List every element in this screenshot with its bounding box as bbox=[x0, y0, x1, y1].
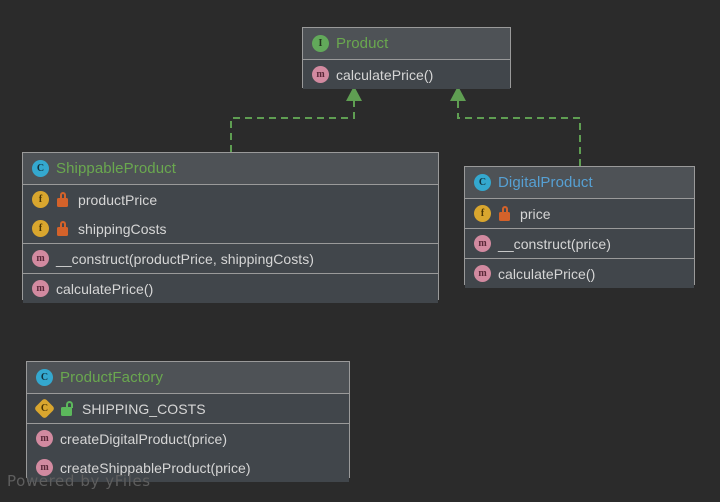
member-row[interactable]: m calculatePrice() bbox=[465, 259, 694, 288]
member-label: calculatePrice() bbox=[56, 280, 154, 297]
node-title: ProductFactory bbox=[60, 369, 164, 386]
method-icon: m bbox=[474, 265, 491, 282]
method-icon: m bbox=[32, 250, 49, 267]
node-title: ShippableProduct bbox=[56, 160, 177, 177]
member-row[interactable]: m calculatePrice() bbox=[303, 60, 510, 89]
node-header-product[interactable]: I Product bbox=[303, 28, 510, 60]
method-icon: m bbox=[36, 459, 53, 476]
uml-node-product-factory[interactable]: C ProductFactory C SHIPPING_COSTS m crea… bbox=[26, 361, 350, 482]
node-section-methods-2: m calculatePrice() bbox=[23, 273, 438, 303]
yfiles-watermark: Powered by yFiles bbox=[7, 472, 151, 490]
member-row[interactable]: m __construct(price) bbox=[465, 229, 694, 258]
field-icon: f bbox=[32, 220, 49, 237]
method-icon: m bbox=[32, 280, 49, 297]
member-label: price bbox=[520, 205, 551, 222]
edge-digital-implements-product[interactable] bbox=[450, 86, 581, 166]
constant-icon-letter: C bbox=[40, 403, 49, 414]
private-lock-icon bbox=[56, 221, 69, 236]
member-label: productPrice bbox=[78, 191, 158, 208]
edge-line bbox=[457, 96, 581, 166]
member-row[interactable]: m createShippableProduct(price) bbox=[27, 453, 349, 482]
member-row[interactable]: m createDigitalProduct(price) bbox=[27, 424, 349, 453]
class-icon: C bbox=[474, 174, 491, 191]
member-row[interactable]: C SHIPPING_COSTS bbox=[27, 394, 349, 423]
node-section-methods: m __construct(price) bbox=[465, 228, 694, 258]
public-unlock-icon bbox=[60, 401, 73, 416]
method-icon: m bbox=[312, 66, 329, 83]
node-header-shippable-product[interactable]: C ShippableProduct bbox=[23, 153, 438, 185]
member-row[interactable]: f price bbox=[465, 199, 694, 228]
member-label: __construct(productPrice, shippingCosts) bbox=[56, 250, 315, 267]
method-icon: m bbox=[36, 430, 53, 447]
edge-line bbox=[230, 96, 355, 152]
member-label: shippingCosts bbox=[78, 220, 167, 237]
node-title: Product bbox=[336, 35, 389, 52]
method-icon: m bbox=[474, 235, 491, 252]
interface-icon: I bbox=[312, 35, 329, 52]
private-lock-icon bbox=[498, 206, 511, 221]
member-label: __construct(price) bbox=[498, 235, 611, 252]
member-row[interactable]: f productPrice bbox=[23, 185, 438, 214]
node-section-methods-2: m calculatePrice() bbox=[465, 258, 694, 288]
member-row[interactable]: m __construct(productPrice, shippingCost… bbox=[23, 244, 438, 273]
node-section-fields: f price bbox=[465, 199, 694, 228]
member-row[interactable]: m calculatePrice() bbox=[23, 274, 438, 303]
node-section-methods: m calculatePrice() bbox=[303, 60, 510, 89]
uml-node-shippable-product[interactable]: C ShippableProduct f productPrice f ship… bbox=[22, 152, 439, 303]
member-label: calculatePrice() bbox=[336, 66, 434, 83]
member-label: calculatePrice() bbox=[498, 265, 596, 282]
field-icon: f bbox=[474, 205, 491, 222]
node-header-product-factory[interactable]: C ProductFactory bbox=[27, 362, 349, 394]
node-section-constants: C SHIPPING_COSTS bbox=[27, 394, 349, 423]
class-icon: C bbox=[32, 160, 49, 177]
node-section-methods: m createDigitalProduct(price) m createSh… bbox=[27, 423, 349, 482]
node-section-methods: m __construct(productPrice, shippingCost… bbox=[23, 243, 438, 273]
member-label: createShippableProduct(price) bbox=[60, 459, 251, 476]
member-label: SHIPPING_COSTS bbox=[82, 400, 206, 417]
member-row[interactable]: f shippingCosts bbox=[23, 214, 438, 243]
field-icon: f bbox=[32, 191, 49, 208]
node-header-digital-product[interactable]: C DigitalProduct bbox=[465, 167, 694, 199]
class-icon: C bbox=[36, 369, 53, 386]
member-label: createDigitalProduct(price) bbox=[60, 430, 228, 447]
edge-shippable-implements-product[interactable] bbox=[230, 86, 362, 152]
private-lock-icon bbox=[56, 192, 69, 207]
node-title: DigitalProduct bbox=[498, 174, 593, 191]
constant-icon: C bbox=[33, 397, 56, 420]
uml-node-product[interactable]: I Product m calculatePrice() bbox=[302, 27, 511, 89]
uml-node-digital-product[interactable]: C DigitalProduct f price m __construct(p… bbox=[464, 166, 695, 288]
node-section-fields: f productPrice f shippingCosts bbox=[23, 185, 438, 243]
